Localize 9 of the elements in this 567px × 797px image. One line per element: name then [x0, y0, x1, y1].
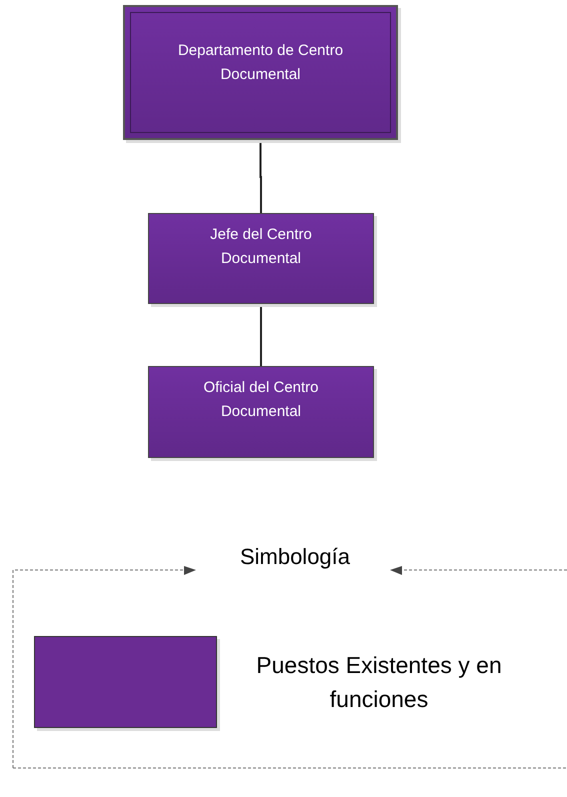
position-box [123, 5, 398, 140]
position-box [148, 213, 374, 304]
connector-line [260, 140, 262, 213]
position-title: Jefe del Centro Documental [209, 225, 313, 269]
legend-text: Puestos Existentes y en funciones [255, 651, 503, 714]
position-title: Departamento de Centro Documental [176, 41, 344, 85]
position-title: Oficial del Centro Documental [202, 378, 320, 422]
position-box [148, 366, 374, 458]
connector-line [260, 304, 262, 366]
